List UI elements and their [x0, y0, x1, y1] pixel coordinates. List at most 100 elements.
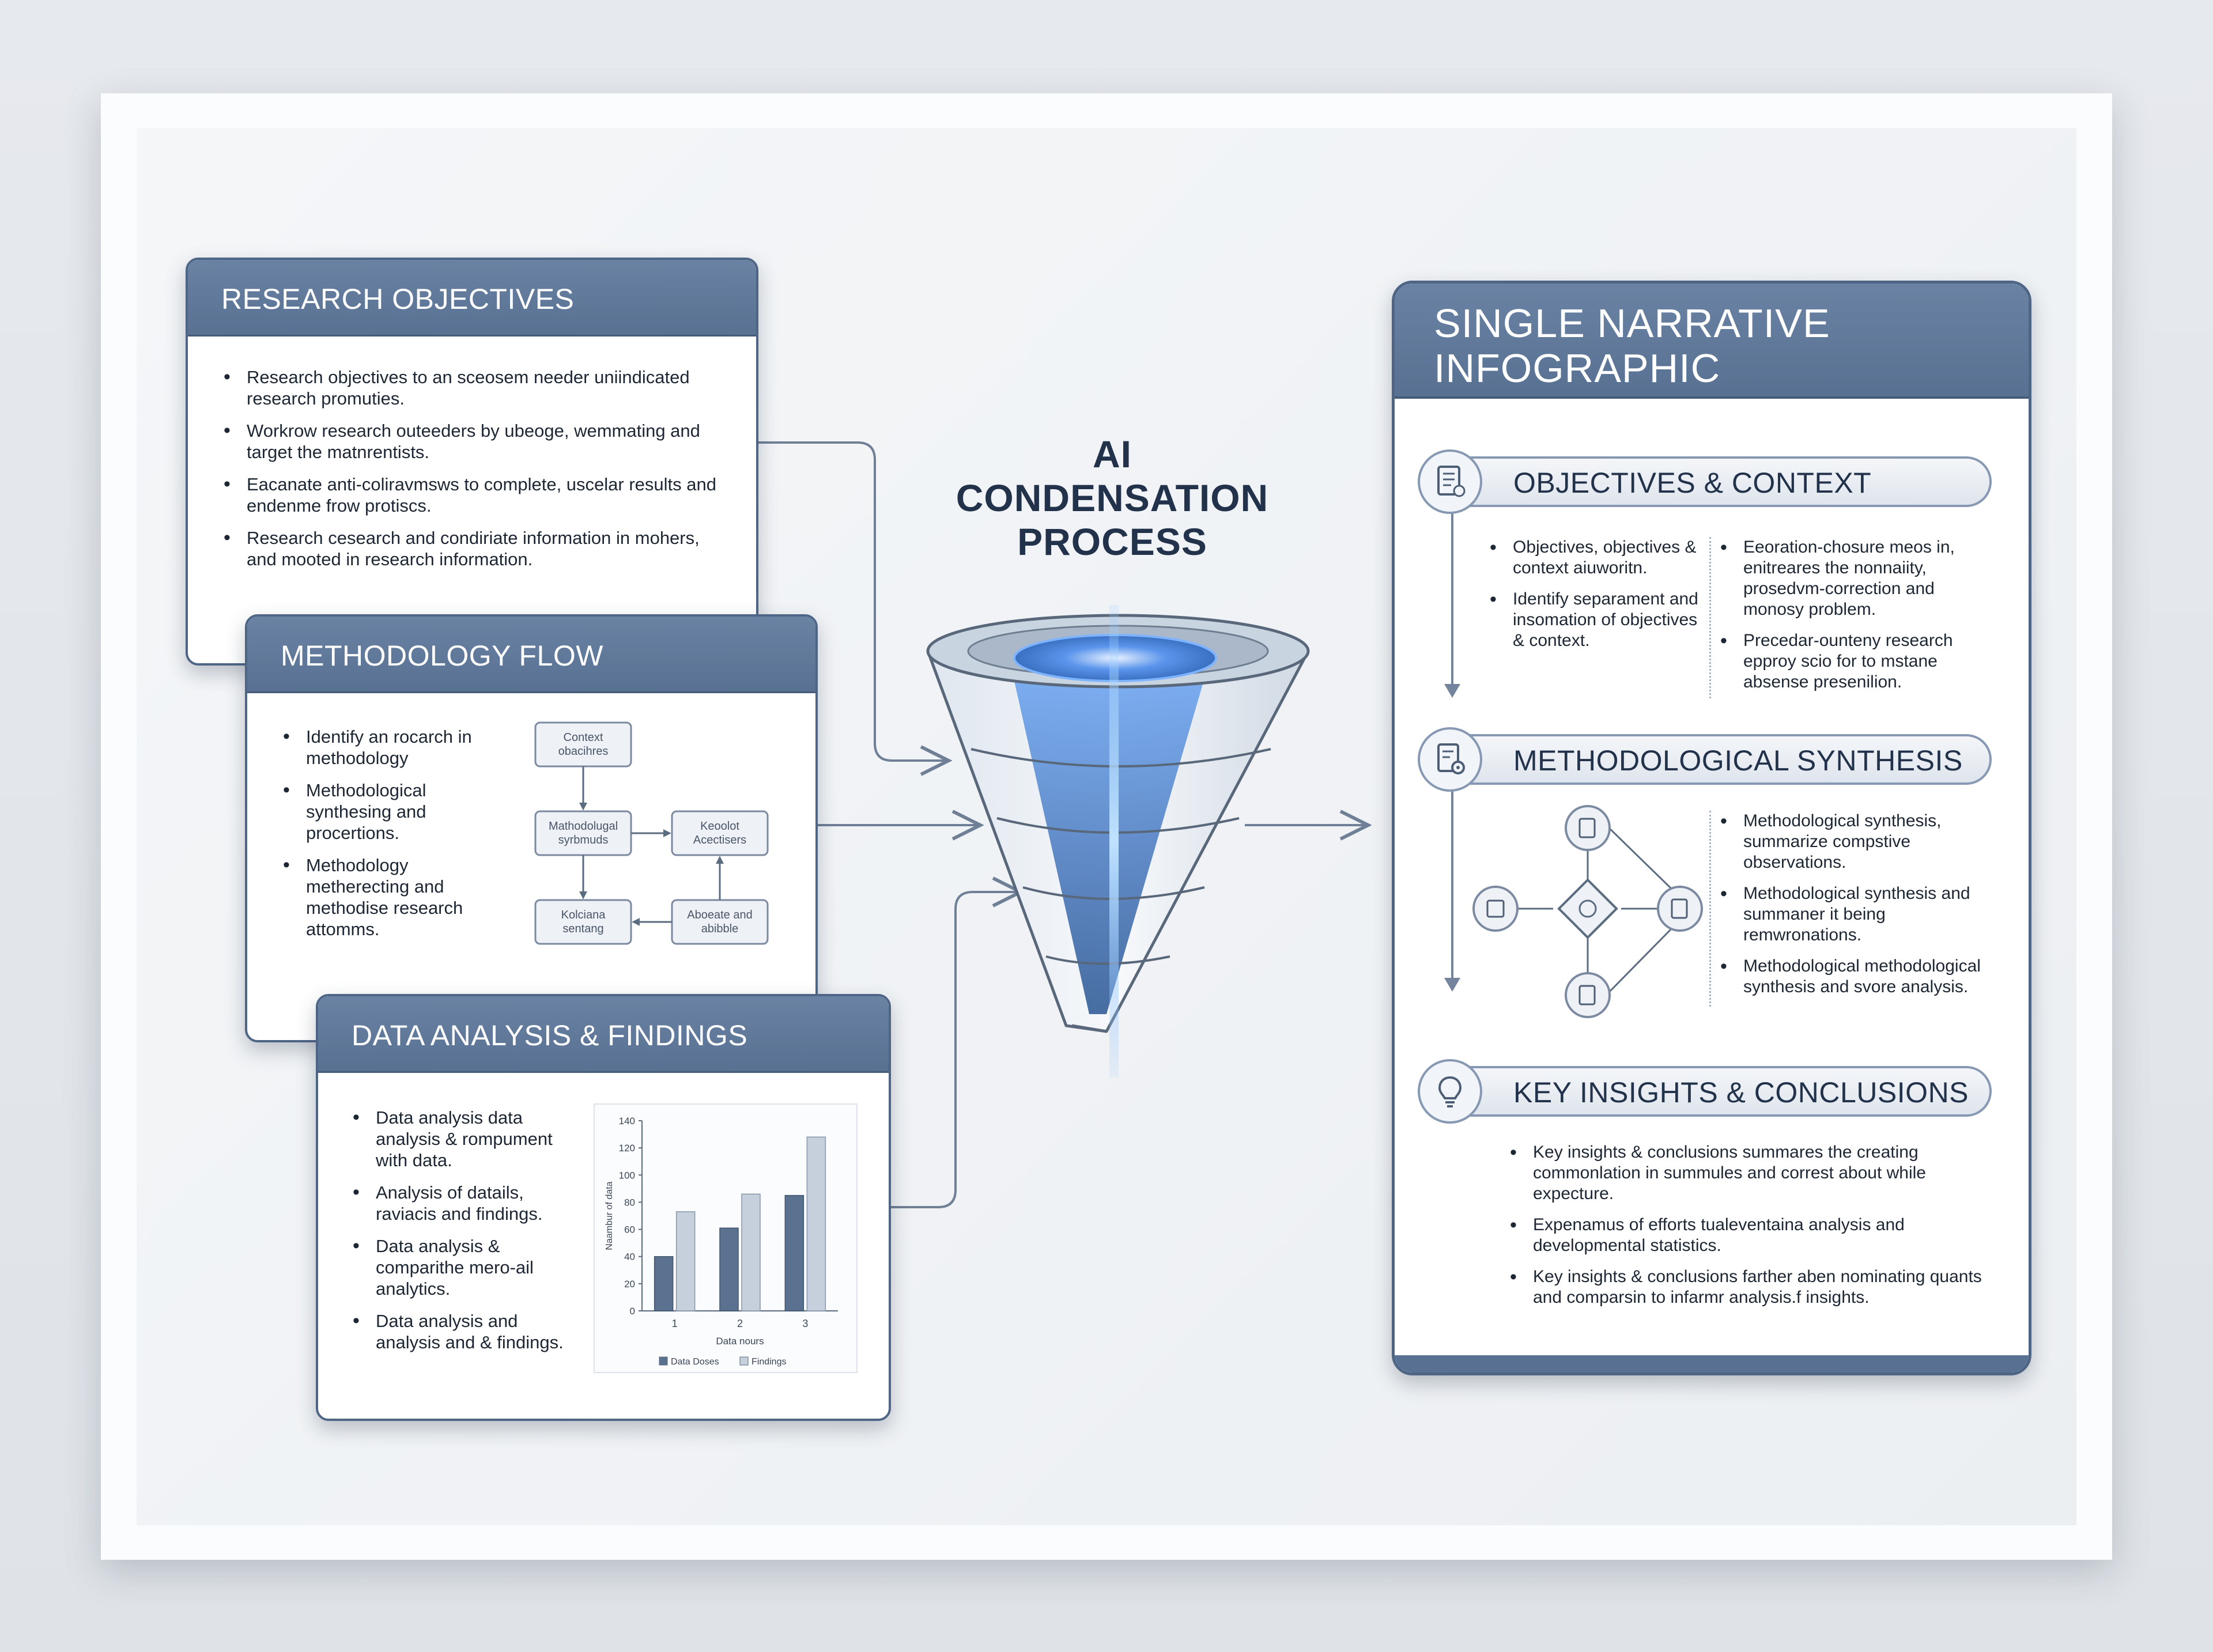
chart-y-tick-label: 0 [630, 1306, 635, 1317]
chart-x-tick-label: 1 [672, 1318, 678, 1329]
narrative-title-line: INFOGRAPHIC [1434, 346, 1721, 391]
data-analysis-list: Data analysis data analysis & rompument … [353, 1107, 572, 1364]
narrative-title: SINGLE NARRATIVE INFOGRAPHIC [1395, 283, 2029, 399]
chart-y-tick-label: 60 [624, 1224, 635, 1235]
insights-bullet: Key insights & conclusions farther aben … [1510, 1267, 1982, 1308]
section-rail-arrow [1444, 684, 1460, 698]
research-objectives-title: RESEARCH OBJECTIVES [188, 260, 756, 337]
chart-x-axis-label: Data nours [716, 1336, 764, 1347]
methodological-bullet: Methodological synthesis and summaner it… [1720, 883, 1991, 946]
methodological-bullet: Methodological methodological synthesis … [1720, 956, 1991, 997]
insights-section-header: KEY INSIGHTS & CONCLUSIONS [1418, 1059, 1994, 1124]
section-rail-arrow [1444, 978, 1460, 992]
methodological-column-divider [1709, 811, 1711, 1007]
research-bullet: Research objectives to an sceosem needer… [224, 366, 719, 409]
document-checklist-icon [1418, 449, 1482, 514]
node-left-icon [1472, 886, 1519, 932]
chart-legend-swatch [739, 1356, 749, 1366]
chart-bar [741, 1193, 761, 1311]
research-objectives-card: RESEARCH OBJECTIVES Research objectives … [186, 258, 758, 666]
research-objectives-list: Research objectives to an sceosem needer… [224, 366, 719, 581]
chart-y-tick-label: 100 [619, 1170, 635, 1181]
chart-y-tick-label: 80 [624, 1197, 635, 1208]
methodology-bullet: Methodological synthesing and procertion… [283, 780, 513, 844]
insights-list: Key insights & conclusions summares the … [1510, 1142, 1982, 1318]
methodology-flow-card: METHODOLOGY FLOW Identify an rocarch in … [245, 614, 818, 1042]
chart-y-tick-label: 120 [619, 1143, 635, 1154]
chart-y-axis-label: Naambur of data [605, 1181, 614, 1250]
chart-y-tick-label: 20 [624, 1279, 635, 1290]
data-analysis-bullet: Analysis of datails, raviacis and findin… [353, 1182, 572, 1224]
data-analysis-bullet: Data analysis and analysis and & finding… [353, 1310, 572, 1353]
chart-bar [719, 1227, 739, 1311]
node-right-icon [1657, 886, 1703, 932]
methodological-list: Methodological synthesis, summarize comp… [1720, 811, 1991, 1008]
chart-bar [784, 1194, 805, 1311]
chart-bar [675, 1211, 696, 1311]
methodology-bullet: Identify an rocarch in methodology [283, 726, 513, 769]
methodology-bullet: Methodology metherecting and methodise r… [283, 855, 513, 940]
objectives-bullet: Precedar-ounteny research epproy scio fo… [1720, 630, 1991, 693]
funnel-title-line: PROCESS [1017, 520, 1207, 563]
insights-bullet: Key insights & conclusions summares the … [1510, 1142, 1982, 1204]
objectives-bullet: Objectives, objectives & context aiuwori… [1490, 537, 1709, 579]
chart-legend-label: Findings [751, 1357, 786, 1367]
methodological-pill [1438, 734, 1992, 785]
section-rail [1451, 514, 1453, 687]
section-rail [1451, 791, 1453, 981]
narrative-title-line: SINGLE NARRATIVE [1434, 301, 1830, 346]
data-analysis-title: DATA ANALYSIS & FINDINGS [318, 996, 889, 1073]
objectives-pill [1438, 456, 1992, 507]
chart-y-tick-label: 40 [624, 1252, 635, 1262]
methodology-flow-title: METHODOLOGY FLOW [247, 617, 815, 693]
data-analysis-bullet: Data analysis data analysis & rompument … [353, 1107, 572, 1171]
narrative-infographic-card: SINGLE NARRATIVE INFOGRAPHIC OBJECTIVES … [1392, 281, 2031, 1375]
chart-legend-swatch [659, 1356, 668, 1366]
chart-bar [806, 1136, 826, 1311]
document-gear-icon [1418, 727, 1482, 792]
diamond-hub-icon [1557, 878, 1618, 939]
chart-bar [654, 1256, 674, 1311]
chart-y-tick-label: 140 [619, 1116, 635, 1126]
objectives-section-header: OBJECTIVES & CONTEXT [1418, 449, 1994, 514]
node-top-icon [1565, 805, 1611, 851]
data-analysis-bullet: Data analysis & comparithe mero-ail anal… [353, 1235, 572, 1299]
objectives-left-list: Objectives, objectives & context aiuwori… [1490, 537, 1709, 661]
objectives-bullet: Eeoration-chosure meos in, enitreares th… [1720, 537, 1991, 620]
methodological-section-header: METHODOLOGICAL SYNTHESIS [1418, 727, 1994, 792]
funnel-light-beam [1109, 605, 1119, 1078]
methodology-list: Identify an rocarch in methodology Metho… [283, 726, 513, 951]
data-analysis-card: DATA ANALYSIS & FINDINGS Data analysis d… [316, 994, 891, 1421]
objectives-section-title: OBJECTIVES & CONTEXT [1513, 467, 1872, 499]
chart-x-tick-label: 3 [802, 1318, 808, 1329]
lightbulb-icon [1418, 1059, 1482, 1124]
objectives-right-list: Eeoration-chosure meos in, enitreares th… [1720, 537, 1991, 703]
research-bullet: Eacanate anti-coliravmsws to complete, u… [224, 474, 719, 516]
methodological-network-diagram [1472, 805, 1703, 1018]
methodological-section-title: METHODOLOGICAL SYNTHESIS [1513, 744, 1963, 777]
node-bottom-icon [1565, 972, 1611, 1018]
research-bullet: Research cesearch and condiriate informa… [224, 527, 719, 570]
research-bullet: Workrow research outeeders by ubeoge, we… [224, 420, 719, 463]
funnel-title-line: AI [1093, 433, 1132, 475]
connector-data-to-funnel [888, 892, 1017, 1208]
methodological-bullet: Methodological synthesis, summarize comp… [1720, 811, 1991, 873]
insights-bullet: Expenamus of efforts tualeventaina analy… [1510, 1215, 1982, 1256]
chart-x-tick-label: 2 [737, 1318, 743, 1329]
funnel-icon [926, 605, 1310, 1078]
connector-research-to-funnel [755, 441, 945, 761]
funnel-title: AI CONDENSATION PROCESS [899, 432, 1325, 564]
